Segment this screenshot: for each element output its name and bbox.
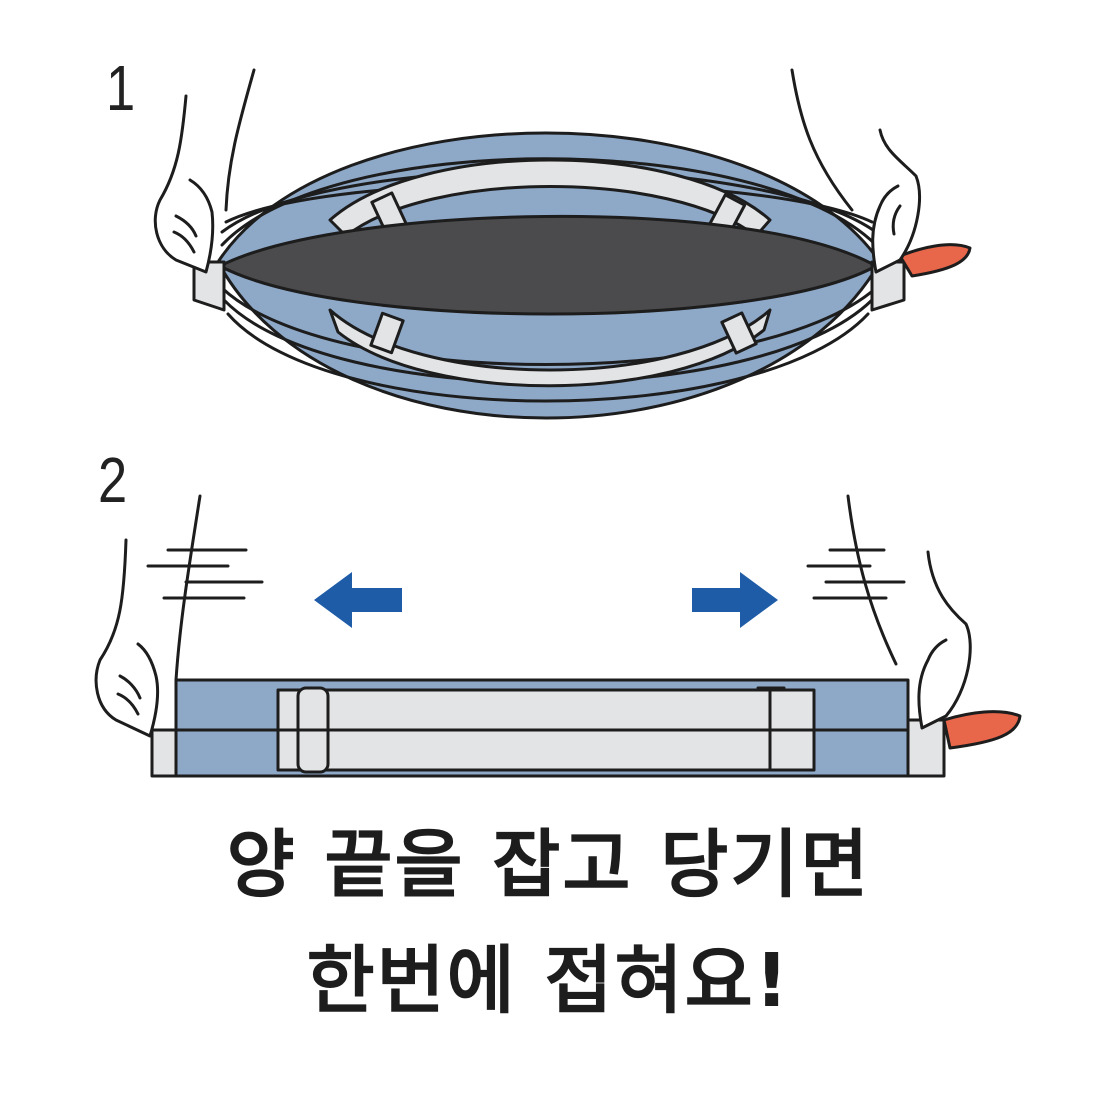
- step1-orange-tag: [898, 243, 972, 278]
- step2-right-clip: [906, 718, 946, 778]
- step1-left-hand: [153, 68, 256, 274]
- step-number-1: 1: [106, 52, 136, 124]
- arrow-left-icon: [314, 572, 402, 628]
- step1-lower-buckle-right: [720, 311, 758, 355]
- caption-line-2: 한번에 접혀요!: [306, 938, 791, 1024]
- motion-lines-left: [146, 548, 264, 600]
- step2-buckle-right: [756, 686, 786, 772]
- step1-left-clip: [192, 260, 226, 312]
- arrow-right-icon: [692, 572, 778, 628]
- step1-right-hand: [790, 68, 921, 274]
- step-number-2: 2: [98, 444, 128, 516]
- step2-left-clip: [150, 728, 178, 778]
- step1-lower-strap: [328, 308, 772, 388]
- motion-lines-right: [806, 548, 906, 600]
- step2-orange-tag: [942, 710, 1022, 750]
- step2-right-hand: [846, 494, 972, 730]
- caption-line-1: 양 끝을 잡고 당기면: [226, 822, 871, 908]
- step1-lower-buckle-left: [369, 311, 405, 355]
- step1-upper-strap: [328, 158, 772, 238]
